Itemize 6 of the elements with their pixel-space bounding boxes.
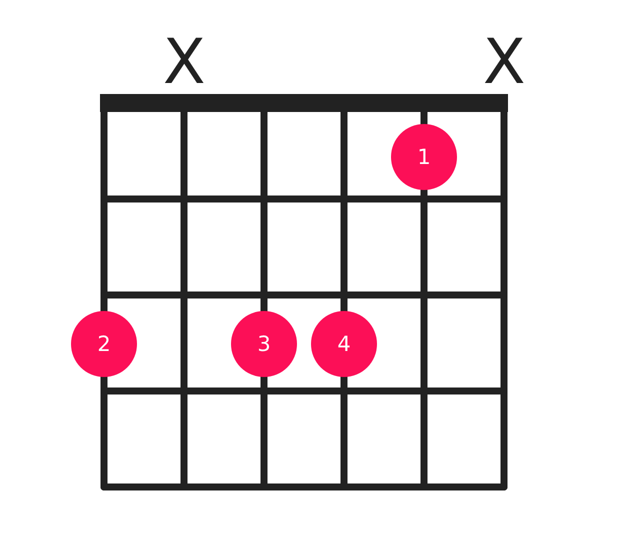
muted-string-mark: X xyxy=(163,31,206,93)
finger-dot: 4 xyxy=(311,311,377,377)
muted-string-mark: X xyxy=(483,31,526,93)
finger-dot: 1 xyxy=(391,124,457,190)
finger-dot: 3 xyxy=(231,311,297,377)
finger-dot: 2 xyxy=(71,311,137,377)
